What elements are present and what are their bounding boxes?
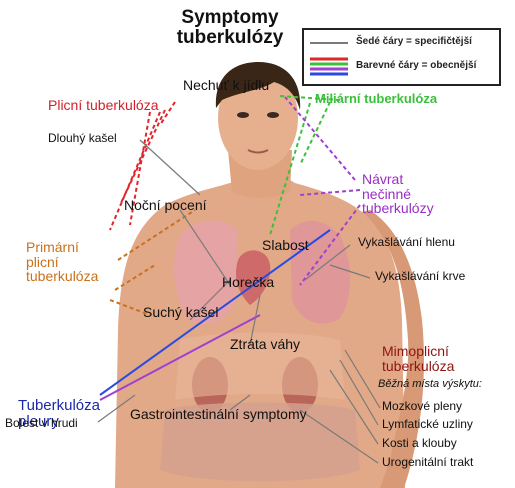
label-miliarni-tuberkuloza: Miliární tuberkulóza (315, 92, 437, 106)
navrat-line-2: nečinné (362, 187, 434, 202)
symptom-slabost: Slabost (262, 238, 309, 253)
symptom-horecka: Horečka (222, 275, 274, 290)
title-line-1: Symptomy (150, 8, 310, 28)
primarni-line-1: Primární (26, 240, 98, 255)
legend-box: Šedé čáry = specifičtější Barevné čáry =… (302, 28, 501, 86)
right-eye (267, 112, 279, 118)
label-mimoplicni: Mimoplicní tuberkulóza (382, 344, 454, 373)
label-bezna-mista: Běžná místa výskytu: (378, 379, 482, 391)
symptom-gastrointestinalni: Gastrointestinální symptomy (130, 407, 307, 422)
primarni-line-2: plicní (26, 255, 98, 270)
symptom-ztrata-vahy: Ztráta váhy (230, 337, 300, 352)
symptom-suchy-kasel: Suchý kašel (143, 305, 218, 320)
symptom-dlouhy-kasel: Dlouhý kašel (48, 132, 117, 145)
navrat-line-1: Návrat (362, 172, 434, 187)
symptom-lymfaticke-uzliny: Lymfatické uzliny (382, 418, 473, 431)
symptom-nocni-poceni: Noční pocení (124, 198, 207, 213)
legend-row-specific: Šedé čáry = specifičtější (356, 36, 472, 47)
label-primarni-plicni: Primární plicní tuberkulóza (26, 240, 98, 284)
primarni-line-3: tuberkulóza (26, 269, 98, 284)
symptom-vykaslavani-hlenu: Vykašlávání hlenu (358, 236, 455, 249)
label-plicni-tuberkuloza: Plicní tuberkulóza (48, 98, 159, 113)
symptom-bolest-v-hrudi: Bolest v hrudi (5, 417, 78, 430)
mimoplicni-line-2: tuberkulóza (382, 359, 454, 374)
navrat-line-3: tuberkulózy (362, 201, 434, 216)
symptom-nechut-k-jidlu: Nechuť k jídlu (183, 78, 269, 93)
left-eye (237, 112, 249, 118)
symptom-kosti-klouby: Kosti a klouby (382, 437, 457, 450)
symptom-mozkove-pleny: Mozkové pleny (382, 400, 462, 413)
title-line-2: tuberkulózy (150, 28, 310, 48)
symptom-urogenitalni-trakt: Urogenitální trakt (382, 456, 473, 469)
diagram-title: Symptomy tuberkulózy (150, 8, 310, 48)
pleury-line-1: Tuberkulóza (18, 398, 100, 414)
legend-row-general: Barevné čáry = obecnější (356, 60, 476, 71)
symptom-vykaslavani-krve: Vykašlávání krve (375, 270, 465, 283)
legend-swatches (304, 30, 364, 84)
mimoplicni-line-1: Mimoplicní (382, 344, 454, 359)
label-navrat-necinne: Návrat nečinné tuberkulózy (362, 172, 434, 216)
